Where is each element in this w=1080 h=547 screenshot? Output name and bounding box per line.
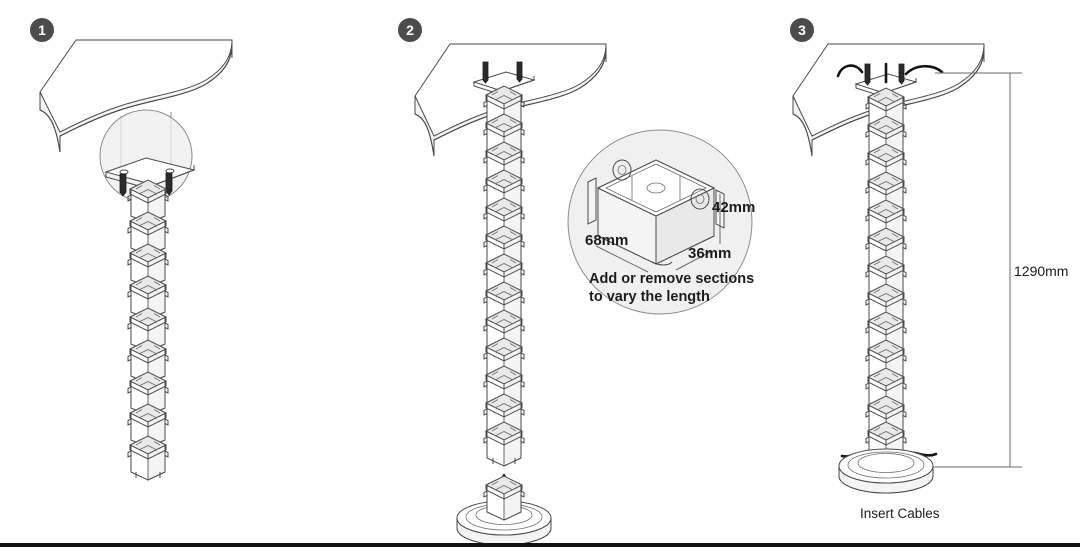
step3-spine-column xyxy=(865,87,907,467)
step1-spine-column xyxy=(127,179,169,481)
step-3-illustration xyxy=(792,43,1022,494)
step-1-illustration xyxy=(39,39,233,481)
step2-screw-right xyxy=(516,61,523,83)
section-3d-model xyxy=(587,159,725,266)
step-1-badge: 1 xyxy=(30,18,54,42)
step1-screw-right xyxy=(165,172,173,196)
step2-spine-column xyxy=(483,85,525,467)
step-2-badge: 2 xyxy=(398,18,422,42)
dim-line-length xyxy=(595,245,649,273)
step2-callout xyxy=(567,129,753,315)
cable-top-right xyxy=(904,64,944,76)
callout-caption-line-2: to vary the length xyxy=(589,289,710,305)
insert-cables-caption: Insert Cables xyxy=(860,506,940,521)
step1-desktop xyxy=(39,39,233,153)
dim-line-width xyxy=(675,251,711,271)
step3-base xyxy=(838,448,934,494)
cable-top-left xyxy=(836,64,864,78)
step3-screw-left xyxy=(864,63,871,86)
step-2-illustration xyxy=(414,43,753,546)
step2-base xyxy=(456,475,552,546)
callout-caption-line-1: Add or remove sections xyxy=(589,271,755,287)
dimension-label-height: 42mm xyxy=(712,199,756,216)
step3-screw-right xyxy=(898,63,905,85)
bottom-bar xyxy=(0,543,1080,547)
step-3-badge: 3 xyxy=(790,18,814,42)
overall-height-label: 1290mm xyxy=(1014,263,1069,279)
dimension-label-width: 36mm xyxy=(688,245,732,262)
step1-screw-left xyxy=(119,173,127,197)
step3-height-dimension xyxy=(933,72,1022,468)
step2-screw-left xyxy=(482,61,489,84)
dimension-label-length: 68mm xyxy=(585,232,629,249)
